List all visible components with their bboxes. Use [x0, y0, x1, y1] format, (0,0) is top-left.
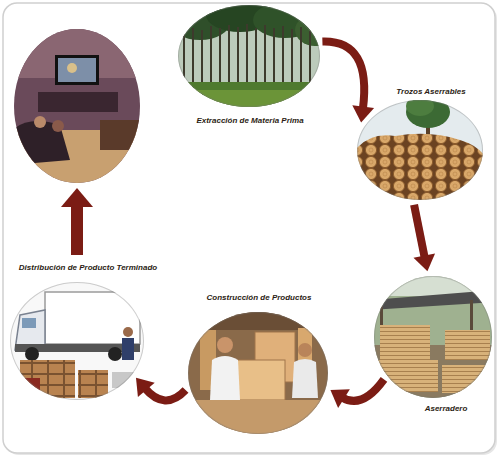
- photo-circle: Aserradero: [374, 276, 492, 398]
- photo-circle: Distribución de Producto Terminado: [10, 282, 144, 400]
- arrow-head: [330, 389, 349, 408]
- step-label: Construcción de Productos: [207, 293, 312, 303]
- arrow-shaft: [322, 41, 364, 109]
- flow-arrow: [330, 379, 384, 408]
- step-label: Distribución de Producto Terminado: [19, 263, 157, 273]
- arrow-head: [413, 253, 435, 271]
- arrow-shaft: [414, 205, 425, 259]
- flow-arrow: [322, 41, 374, 122]
- arrow-head: [136, 378, 155, 397]
- step-label: Aserradero: [425, 404, 468, 414]
- photo-circle: Construcción de Productos: [188, 312, 328, 434]
- arrow-head: [352, 105, 374, 122]
- arrow-shaft: [144, 388, 185, 401]
- photo-circle: Extracción de Materia Prima: [178, 5, 320, 107]
- step-label: Extracción de Materia Prima: [196, 116, 303, 126]
- flow-arrow: [413, 205, 435, 271]
- flow-arrow: [136, 378, 186, 401]
- photo-circle: Trozos Aserrables: [357, 100, 483, 200]
- step-label: Trozos Aserrables: [396, 87, 465, 97]
